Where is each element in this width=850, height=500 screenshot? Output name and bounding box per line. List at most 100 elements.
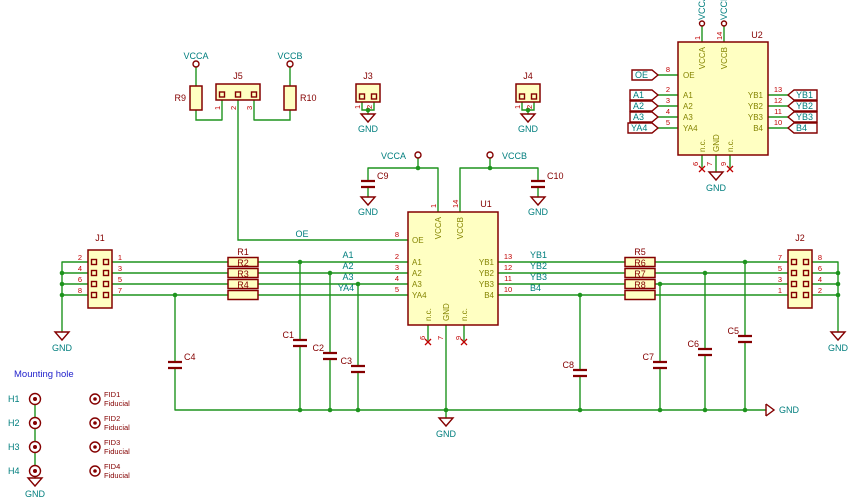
j4-pin-number: 2 bbox=[525, 105, 534, 109]
fiducial-icon bbox=[89, 465, 101, 477]
connector-j5[interactable]: J5 1 2 3 bbox=[213, 71, 261, 110]
u1-pin-number: 6 bbox=[418, 336, 427, 340]
junction-dot bbox=[172, 292, 178, 298]
u1-pin-name: A2 bbox=[412, 269, 422, 278]
u2-pin-name: B4 bbox=[753, 124, 763, 133]
gnd-label: GND bbox=[828, 343, 849, 353]
resistor-r7[interactable]: R7 bbox=[624, 269, 656, 290]
u2-pin-number: 5 bbox=[666, 118, 670, 127]
wire bbox=[657, 25, 789, 173]
resistor-body bbox=[624, 267, 656, 279]
u1-pin-name: n.c. bbox=[460, 308, 469, 321]
u2-pin-name: YA4 bbox=[683, 124, 698, 133]
u2-pin-number: 3 bbox=[666, 96, 670, 105]
resistor-r10[interactable]: R10 bbox=[283, 85, 317, 111]
c9-ref: C9 bbox=[377, 171, 389, 181]
u1-pin-name: GND bbox=[442, 303, 451, 321]
j2-pin-number: 3 bbox=[778, 275, 782, 284]
fiducial-value: Fiducial bbox=[104, 447, 130, 456]
j2-pin-number: 2 bbox=[818, 286, 822, 295]
gnd-label: GND bbox=[358, 207, 379, 217]
capacitor-c4[interactable]: C4 bbox=[166, 352, 196, 370]
resistor-body bbox=[227, 278, 259, 290]
vccb-power-icon bbox=[486, 151, 494, 159]
fiducial-value: Fiducial bbox=[104, 399, 130, 408]
c1-ref: C1 bbox=[282, 330, 294, 340]
u2-pin-number: 10 bbox=[774, 118, 782, 127]
resistor-r9[interactable]: R9 bbox=[174, 85, 203, 111]
j3-pin-number: 2 bbox=[365, 105, 374, 109]
resistor-r2[interactable]: R2 bbox=[227, 258, 259, 279]
junction-dot bbox=[327, 407, 333, 413]
capacitor-c1[interactable]: C1 bbox=[282, 330, 309, 348]
vccb-power-icon bbox=[286, 60, 294, 68]
connector-body bbox=[355, 83, 381, 103]
u2-pin-name: n.c. bbox=[726, 139, 735, 152]
vcca-power-icon bbox=[192, 60, 200, 68]
r2-ref: R2 bbox=[237, 258, 249, 268]
capacitor-c2[interactable]: C2 bbox=[312, 343, 339, 361]
resistor-r8[interactable]: R8 bbox=[624, 280, 656, 301]
connector-j1[interactable]: J1 2 4 6 8 1 3 5 7 bbox=[78, 233, 122, 309]
capacitor-c6[interactable]: C6 bbox=[687, 339, 714, 357]
capacitor-c10[interactable]: C10 bbox=[529, 171, 564, 189]
resistor-r6[interactable]: R6 bbox=[624, 258, 656, 279]
capacitor-c7[interactable]: C7 bbox=[642, 352, 669, 370]
ic-u2[interactable]: U2 VCCA VCCB OE A1 A2 A3 YA4 YB1 YB2 YB3… bbox=[627, 0, 818, 173]
wire bbox=[367, 157, 539, 213]
fiducial-center bbox=[93, 421, 97, 425]
junction-dot bbox=[415, 165, 421, 171]
net-label-b4: B4 bbox=[530, 283, 541, 293]
global-label-yb3: YB3 bbox=[796, 112, 813, 122]
r4-ref: R4 bbox=[237, 280, 249, 290]
resistor-body bbox=[189, 85, 203, 111]
capacitor-c8[interactable]: C8 bbox=[562, 360, 589, 378]
j1-pin-number: 8 bbox=[78, 286, 82, 295]
j2-pin-number: 1 bbox=[778, 286, 782, 295]
resistor-body bbox=[227, 267, 259, 279]
junction-dot bbox=[657, 281, 663, 287]
junction-dot bbox=[577, 292, 583, 298]
mounting-holes[interactable]: Mounting hole H1 H2 H3 H4 bbox=[8, 369, 74, 478]
net-label-ya4: YA4 bbox=[338, 283, 354, 293]
capacitor-c9[interactable]: C9 bbox=[359, 171, 389, 189]
u1-pin-name: YB1 bbox=[479, 258, 495, 267]
c6-ref: C6 bbox=[687, 339, 699, 349]
u2-pin-name: YB1 bbox=[748, 91, 764, 100]
u1-pin-name: YB3 bbox=[479, 280, 495, 289]
j2-pin-number: 7 bbox=[778, 253, 782, 262]
ic-u1[interactable]: U1 8 2 3 4 5 13 12 11 10 1 14 6 7 9 OE A… bbox=[395, 199, 512, 346]
connector-j2[interactable]: J2 7 5 3 1 8 6 4 2 bbox=[778, 233, 822, 309]
c2-ref: C2 bbox=[312, 343, 324, 353]
resistor-r1[interactable]: R1 bbox=[227, 247, 259, 268]
fiducials[interactable]: FID1 Fiducial FID2 Fiducial FID3 Fiducia… bbox=[89, 390, 130, 480]
r5-ref: R5 bbox=[634, 247, 646, 257]
net-label-a2: A2 bbox=[342, 261, 353, 271]
power-symbols[interactable]: VCCA VCCB VCCA VCCB GND GND GND GND GND … bbox=[25, 51, 849, 499]
j1-pin-number: 5 bbox=[118, 275, 122, 284]
u1-pin-number: 7 bbox=[436, 336, 445, 340]
resistor-r4[interactable]: R4 bbox=[227, 280, 259, 301]
j5-pin-number: 3 bbox=[245, 106, 254, 110]
junction-dot bbox=[577, 407, 583, 413]
fid2-ref: FID2 bbox=[104, 414, 120, 423]
resistor-r3[interactable]: R3 bbox=[227, 269, 259, 290]
c5-ref: C5 bbox=[727, 326, 739, 336]
vcca-power-icon bbox=[414, 151, 422, 159]
global-label-shape bbox=[627, 122, 660, 134]
u1-pin-name: B4 bbox=[484, 291, 494, 300]
capacitor-c5[interactable]: C5 bbox=[727, 326, 754, 344]
connector-j3[interactable]: J3 1 2 bbox=[353, 71, 381, 109]
net-labels[interactable]: OE A1 A2 A3 YA4 YB1 YB2 YB3 B4 bbox=[295, 229, 547, 293]
u2-pin-number: 9 bbox=[719, 162, 728, 166]
u1-pin-name: A1 bbox=[412, 258, 422, 267]
r3-ref: R3 bbox=[237, 269, 249, 279]
h1-ref: H1 bbox=[8, 394, 20, 404]
capacitor-c3[interactable]: C3 bbox=[340, 356, 367, 374]
resistor-r5[interactable]: R5 bbox=[624, 247, 656, 268]
junction-dot bbox=[487, 165, 493, 171]
connector-j4[interactable]: J4 1 2 bbox=[513, 71, 541, 109]
resistor-body bbox=[283, 85, 297, 111]
u1-pin-name: VCCA bbox=[434, 216, 443, 239]
